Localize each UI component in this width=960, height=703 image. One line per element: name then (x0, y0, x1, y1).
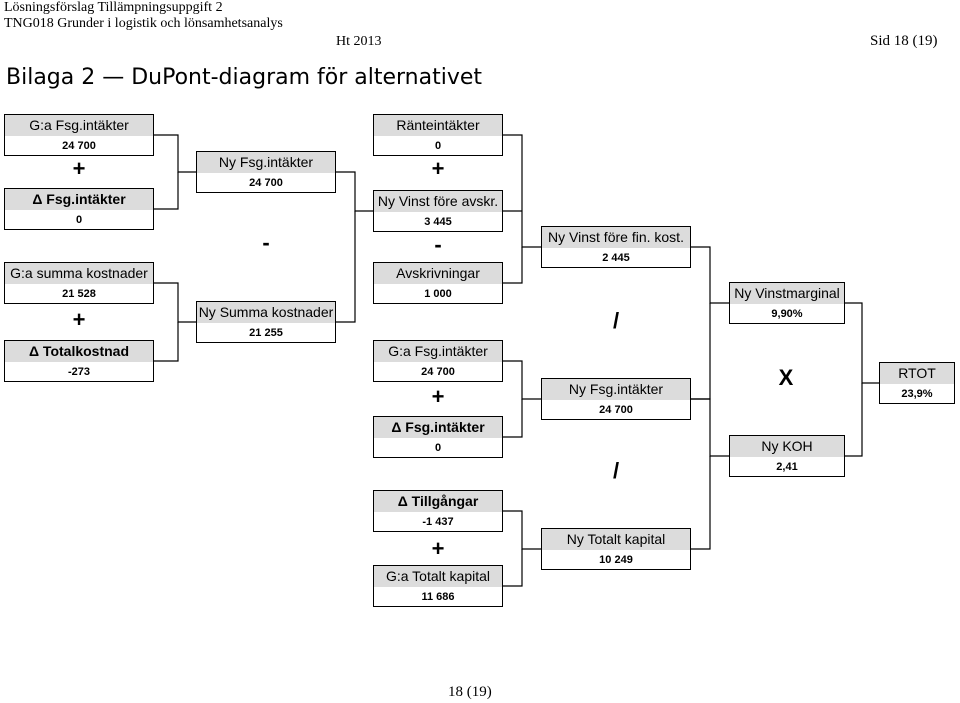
header-course-title: TNG018 Grunder i logistik och lönsamhets… (4, 16, 283, 31)
header-course-line: Lösningsförslag Tillämpningsuppgift 2 (4, 0, 223, 15)
box-label: Avskrivningar (374, 263, 502, 284)
box-value: 24 700 (62, 140, 96, 152)
box-delta-fsg-intakter-2: Δ Fsg.intäkter 0 (373, 416, 503, 458)
box-value: 24 700 (421, 366, 455, 378)
connector-line (503, 247, 523, 284)
box-value: 1 000 (424, 288, 452, 300)
connector-line (154, 134, 196, 173)
box-delta-tillgangar: Δ Tillgångar -1 437 (373, 490, 503, 532)
connector-line (845, 302, 879, 384)
connector-line (154, 282, 196, 323)
plus-operator: + (431, 384, 445, 409)
box-rtot: RTOT 23,9% (879, 362, 955, 404)
connector-line (691, 456, 711, 550)
box-ny-vinst-fore-fin-kost: Ny Vinst före fin. kost. 2 445 (541, 226, 691, 268)
header-term: Ht 2013 (336, 34, 382, 49)
box-label: Ränteintäkter (374, 115, 502, 136)
box-value: 24 700 (249, 177, 283, 189)
box-label: Ny Fsg.intäkter (197, 152, 335, 173)
box-delta-totalkostnad: Δ Totalkostnad -273 (4, 340, 154, 382)
box-ny-vinst-fore-avskr: Ny Vinst före avskr. 3 445 (373, 190, 503, 232)
box-value: 9,90% (771, 308, 803, 320)
box-label: Ny Vinst före avskr. (374, 191, 502, 212)
plus-operator: + (431, 156, 445, 181)
box-value: 24 700 (599, 404, 633, 416)
connector-line (845, 383, 863, 457)
box-label: RTOT (880, 363, 954, 384)
plus-operator: + (72, 307, 86, 332)
connector-line (154, 322, 179, 362)
box-label: Ny Vinst före fin. kost. (542, 227, 690, 248)
connector-line (691, 303, 711, 400)
box-value: 0 (75, 214, 83, 226)
box-value: 2,41 (776, 461, 798, 473)
box-label: Δ Fsg.intäkter (5, 189, 153, 210)
connector-line (503, 549, 523, 587)
box-label: Ny Fsg.intäkter (542, 379, 690, 400)
box-avskrivningar: Avskrivningar 1 000 (373, 262, 503, 304)
box-ny-fsg-intakter-2: Ny Fsg.intäkter 24 700 (541, 378, 691, 420)
box-ny-fsg-intakter: Ny Fsg.intäkter 24 700 (196, 151, 336, 193)
times-operator: X (778, 365, 794, 390)
connector-line (154, 172, 179, 210)
box-value: 11 686 (421, 591, 455, 603)
page-footer: 18 (19) (448, 684, 492, 700)
connector-line (503, 134, 541, 248)
box-label: G:a summa kostnader (5, 263, 153, 284)
box-value: 3 445 (424, 216, 452, 228)
box-label: Ny Totalt kapital (542, 529, 690, 550)
box-value: -273 (67, 366, 91, 378)
plus-operator: + (431, 536, 445, 561)
box-value: 0 (434, 442, 442, 454)
box-label: G:a Fsg.intäkter (5, 115, 153, 136)
minus-operator: - (434, 232, 442, 257)
box-ga-totalt-kapital: G:a Totalt kapital 11 686 (373, 565, 503, 607)
divide-operator: / (612, 458, 620, 483)
minus-operator: - (262, 230, 270, 255)
divide-operator: / (612, 308, 620, 333)
box-ga-fsg-intakter: G:a Fsg.intäkter 24 700 (4, 114, 154, 156)
box-label: Δ Fsg.intäkter (374, 417, 502, 438)
box-value: 23,9% (901, 388, 933, 400)
box-value: 21 528 (62, 288, 96, 300)
page-title: Bilaga 2 — DuPont-diagram för alternativ… (6, 65, 483, 90)
connector-line (503, 510, 541, 550)
box-value: 0 (434, 140, 442, 152)
box-ny-vinstmarginal: Ny Vinstmarginal 9,90% (729, 282, 845, 324)
box-label: Ny KOH (730, 436, 844, 457)
box-value: 2 445 (602, 252, 630, 264)
box-ranteintakter: Ränteintäkter 0 (373, 114, 503, 156)
box-ny-summa-kostnader: Ny Summa kostnader 21 255 (196, 301, 336, 343)
connector-line (503, 360, 541, 400)
box-label: G:a Fsg.intäkter (374, 341, 502, 362)
box-value: -1 437 (422, 516, 454, 528)
header-page-number: Sid 18 (19) (870, 33, 938, 49)
box-label: Ny Summa kostnader (197, 302, 335, 323)
box-label: Δ Tillgångar (374, 491, 502, 512)
plus-operator: + (72, 156, 86, 181)
box-label: G:a Totalt kapital (374, 566, 502, 587)
connector-line (691, 398, 729, 457)
box-value: 10 249 (599, 554, 633, 566)
box-ga-fsg-intakter-2: G:a Fsg.intäkter 24 700 (373, 340, 503, 382)
box-label: Δ Totalkostnad (5, 341, 153, 362)
box-ga-summa-kostnader: G:a summa kostnader 21 528 (4, 262, 154, 304)
box-label: Ny Vinstmarginal (730, 283, 844, 304)
connector-line (691, 246, 729, 304)
box-delta-fsg-intakter: Δ Fsg.intäkter 0 (4, 188, 154, 230)
connector-line (336, 211, 356, 323)
box-ny-koh: Ny KOH 2,41 (729, 435, 845, 477)
connector-line (503, 399, 523, 438)
box-value: 21 255 (249, 327, 283, 339)
box-ny-totalt-kapital: Ny Totalt kapital 10 249 (541, 528, 691, 570)
connector-line (336, 171, 373, 212)
